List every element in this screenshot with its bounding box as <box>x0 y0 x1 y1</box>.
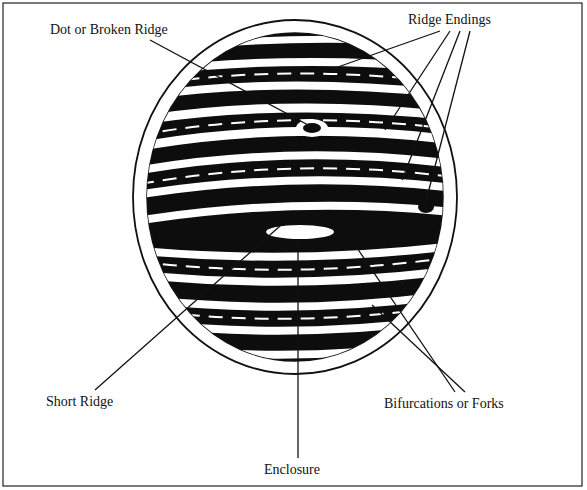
valley <box>130 244 470 257</box>
valley <box>130 316 470 331</box>
part-label: Short Ridge <box>46 394 113 410</box>
leader-line <box>425 31 470 205</box>
part-label: Ridge Endings <box>408 12 491 28</box>
enclosure-ridge <box>256 219 344 245</box>
valley <box>130 62 470 74</box>
leader-line <box>150 40 310 126</box>
ridge-dot <box>303 123 321 133</box>
part-label: Dot or Broken Ridge <box>50 22 168 38</box>
pore-dashes <box>140 73 460 318</box>
pore-line <box>140 304 460 319</box>
valley <box>130 268 470 282</box>
leader-line <box>355 245 455 392</box>
part-label: Enclosure <box>264 462 320 478</box>
valley <box>130 292 470 307</box>
part-label: Bifurcations or Forks <box>384 396 504 412</box>
leader-lines <box>95 31 470 458</box>
enclosure-hole <box>266 225 334 239</box>
valley <box>130 340 470 355</box>
valley <box>130 39 470 52</box>
pore-line <box>140 256 460 270</box>
ridge-valleys <box>130 39 470 354</box>
valley <box>130 85 470 98</box>
valley <box>130 180 470 196</box>
valley <box>130 155 470 172</box>
leader-line <box>297 240 298 458</box>
leader-line <box>372 305 465 392</box>
frame-border <box>3 3 582 486</box>
leader-line <box>95 226 280 390</box>
lens-ring <box>133 20 457 374</box>
leader-line <box>335 31 440 68</box>
pore-line <box>140 168 460 184</box>
pore-line <box>140 73 460 86</box>
